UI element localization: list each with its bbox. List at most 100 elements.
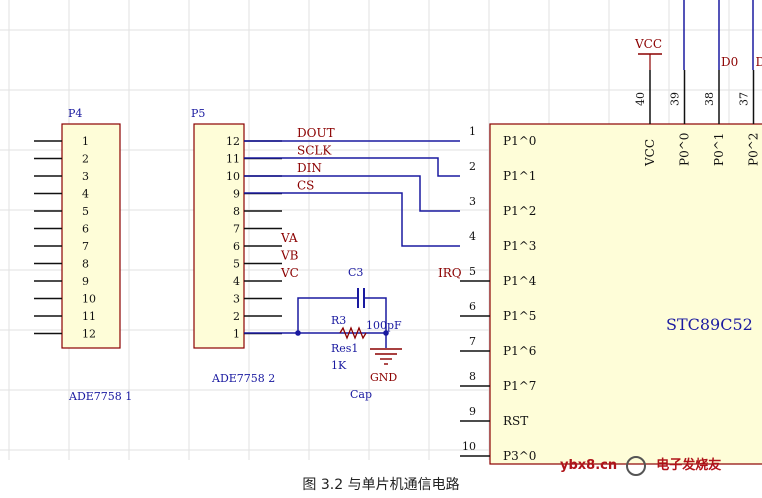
gnd-label: GND xyxy=(370,371,397,384)
mcu-pin-name: P1^1 xyxy=(503,169,536,183)
mcu-pin-name: RST xyxy=(503,414,528,428)
mcu-top-pin-number: 38 xyxy=(703,92,716,106)
mcu-pin-number: 1 xyxy=(469,125,476,138)
mcu-net-label: IRQ xyxy=(438,266,462,280)
p4-designator: P4 xyxy=(68,107,82,120)
mcu-pin-number: 8 xyxy=(469,370,476,383)
p4-pin-number: 10 xyxy=(82,293,96,306)
junction-dot xyxy=(383,330,389,336)
p5-pin-number: 3 xyxy=(233,293,240,306)
p5-pin-number: 7 xyxy=(233,223,240,236)
mcu-pin-name: P1^2 xyxy=(503,204,536,218)
p5-pin-number: 1 xyxy=(233,328,240,341)
p4-pin-number: 7 xyxy=(82,240,89,253)
p4-pin-number: 5 xyxy=(82,205,89,218)
p5-pin-number: 2 xyxy=(233,310,240,323)
p5-net-label: DOUT xyxy=(297,126,335,140)
mcu-top-pin-name: VCC xyxy=(643,139,657,167)
mcu-pin-name: P1^4 xyxy=(503,274,537,288)
p5-body xyxy=(193,123,245,349)
c3-designator: C3 xyxy=(348,266,363,279)
mcu-pin-name: P1^6 xyxy=(503,344,536,358)
p5-net-label: SCLK xyxy=(297,144,332,158)
p5-net-label: VA xyxy=(280,231,298,245)
r3-designator: R3 xyxy=(331,314,346,327)
p5-pin-number: 8 xyxy=(233,205,240,218)
ground-symbol: GND xyxy=(370,348,402,384)
p5-pin-number: 11 xyxy=(226,153,240,166)
mcu-pin-name: P1^7 xyxy=(503,379,536,393)
mcu-top-net-label: VCC xyxy=(634,37,662,51)
mcu-pin-name: P3^0 xyxy=(503,449,536,463)
p4-pin-number: 9 xyxy=(82,275,89,288)
mcu-pin-number: 9 xyxy=(469,405,476,418)
mcu-top-net-label: D0 xyxy=(721,55,738,69)
wire-din xyxy=(244,175,460,212)
elecfans-logo-icon xyxy=(625,455,646,476)
p4-pin-number: 12 xyxy=(82,328,96,341)
mcu-name: STC89C52 xyxy=(666,315,753,334)
p5-name: ADE7758 2 xyxy=(211,372,275,385)
wire-cap-left xyxy=(297,297,352,333)
mcu-top-pin-name: P0^0 xyxy=(678,133,692,166)
r3-value: 1K xyxy=(331,359,347,372)
mcu-top-pin-number: 37 xyxy=(738,92,751,106)
mcu-stc89c52[interactable]: STC89C52 1P1^0 2P1^1 3P1^2 4P1^3 5P1^4 IRQ 6P1… xyxy=(438,0,762,465)
wire-sclk xyxy=(244,157,460,177)
mcu-pin-name: P1^5 xyxy=(503,309,536,323)
p4-pin-number: 2 xyxy=(82,153,89,166)
mcu-pin-number: 5 xyxy=(469,265,476,278)
mcu-pin-number: 2 xyxy=(469,160,476,173)
p4-pin-number: 8 xyxy=(82,258,89,271)
p4-name: ADE7758 1 xyxy=(68,390,132,403)
p4-pin-number: 3 xyxy=(82,170,89,183)
p5-pin-number: 5 xyxy=(233,258,240,271)
p5-pin-number: 12 xyxy=(226,135,240,148)
p5-pin-number: 9 xyxy=(233,188,240,201)
mcu-left-pins: 1P1^0 2P1^1 3P1^2 4P1^3 5P1^4 IRQ 6P1^5 7P1^6 8P… xyxy=(438,125,537,463)
mcu-pin-name: P1^3 xyxy=(503,239,536,253)
figure-caption: 图 3.2 与单片机通信电路 xyxy=(302,477,460,493)
mcu-pin-number: 6 xyxy=(469,300,476,313)
c3-type: Cap xyxy=(350,388,372,401)
r3-type: Res1 xyxy=(331,342,358,355)
p5-net-label: DIN xyxy=(297,161,322,175)
watermark-site: ybx8.cn xyxy=(560,458,618,473)
mcu-pin-number: 7 xyxy=(469,335,476,348)
capacitor-c3[interactable]: C3 100pF Cap xyxy=(348,266,402,401)
mcu-pin-name: P1^0 xyxy=(503,134,536,148)
p5-net-label: CS xyxy=(297,179,314,193)
mcu-top-pin-number: 39 xyxy=(669,92,682,106)
mcu-top-pin-name: P0^1 xyxy=(712,133,726,166)
mcu-pin-number: 4 xyxy=(469,230,476,243)
mcu-top-net-label: D1 xyxy=(756,55,762,69)
bus-wires xyxy=(244,140,460,348)
wire-cs xyxy=(244,192,460,247)
mcu-body xyxy=(489,123,762,465)
wire-cap-right xyxy=(370,297,387,333)
p4-pin-number: 1 xyxy=(82,135,89,148)
resistor-r3[interactable]: R3 Res1 1K xyxy=(331,314,367,372)
p4-pin-number: 6 xyxy=(82,223,89,236)
p4-pin-number: 4 xyxy=(82,188,89,201)
p4-pin-number: 11 xyxy=(82,310,96,323)
c3-value: 100pF xyxy=(366,319,402,332)
watermark-brand: 电子发烧友 xyxy=(656,458,722,473)
mcu-top-pin-name: P0^2 xyxy=(747,133,761,166)
p5-pin-number: 4 xyxy=(233,275,240,288)
p5-net-label: VC xyxy=(280,266,299,280)
connector-p5[interactable]: P5 ADE7758 2 12DOUT11SCLK10DIN9CS876VA5V… xyxy=(191,107,335,385)
mcu-pin-number: 3 xyxy=(469,195,476,208)
mcu-top-pin-number: 40 xyxy=(634,92,647,106)
p5-pin-number: 6 xyxy=(233,240,240,253)
p4-body xyxy=(61,123,121,349)
p5-pin-number: 10 xyxy=(226,170,240,183)
mcu-pin-number: 10 xyxy=(462,440,476,453)
junction-dot xyxy=(295,330,301,336)
p5-net-label: VB xyxy=(280,249,299,263)
watermark: ybx8.cn 电子发烧友 xyxy=(560,454,721,476)
